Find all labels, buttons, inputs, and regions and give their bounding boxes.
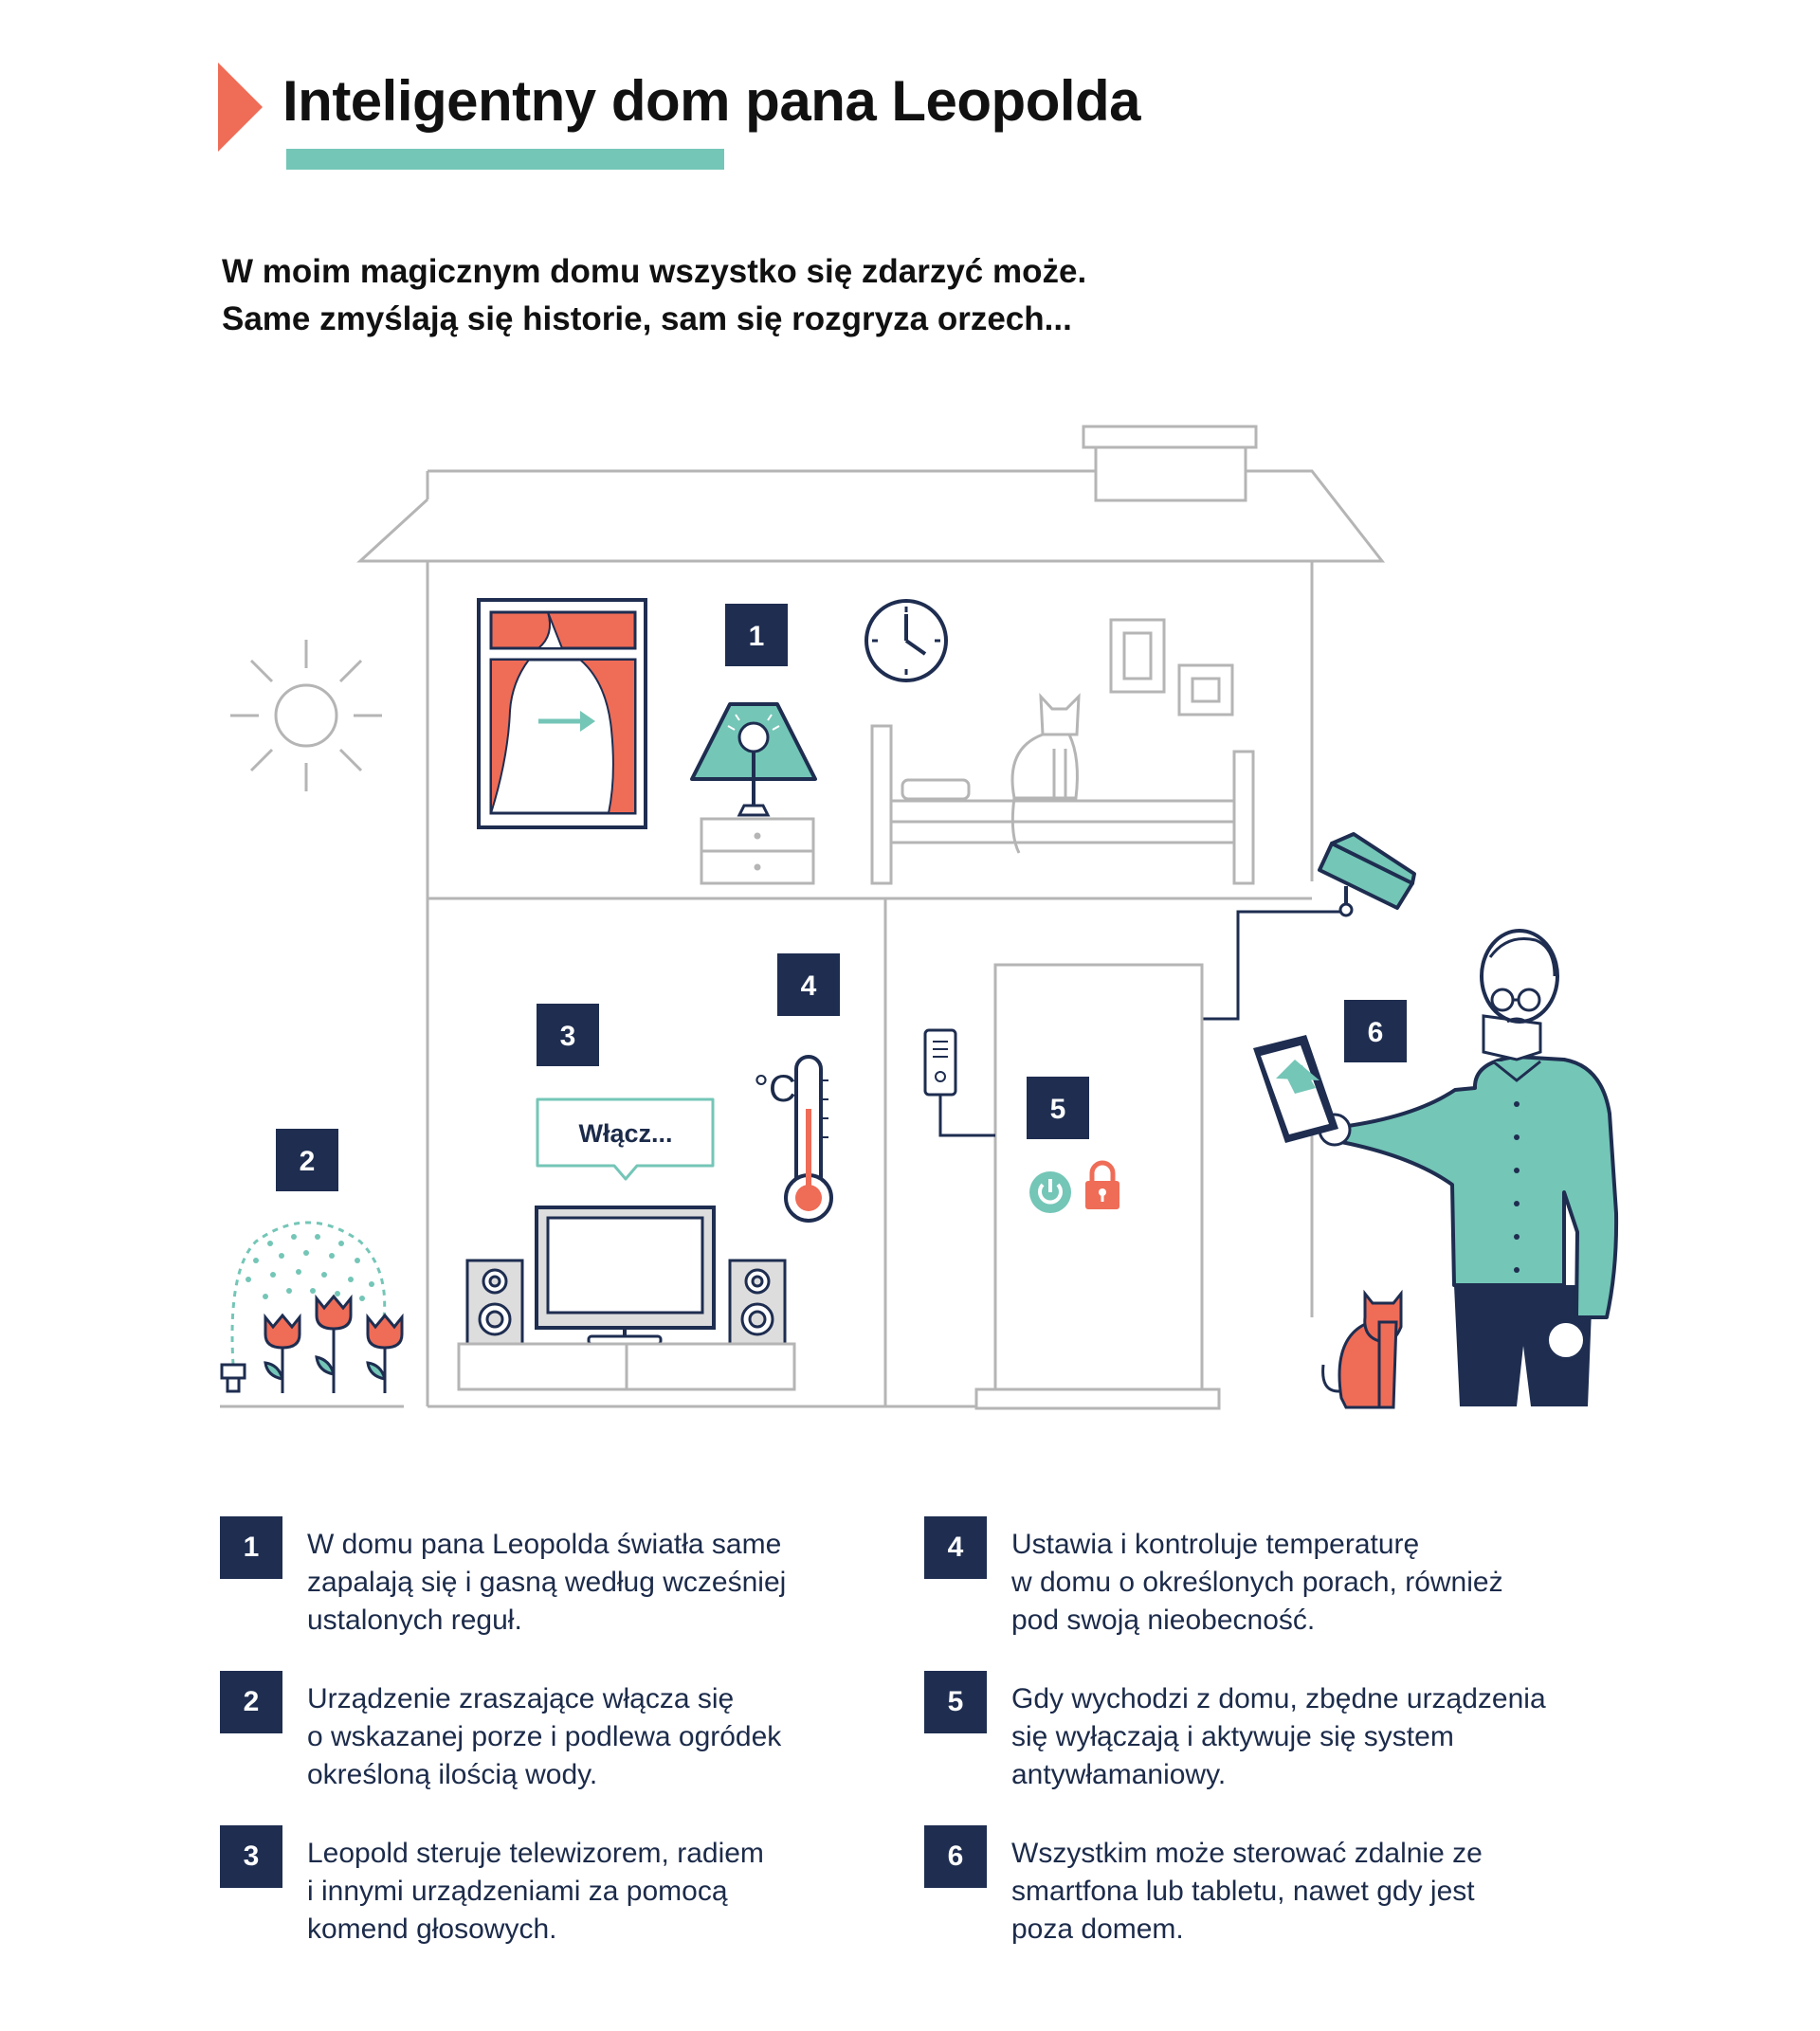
- legend-line: W domu pana Leopolda światła same: [307, 1529, 782, 1560]
- badge-5: 5: [1027, 1077, 1089, 1139]
- svg-text:4: 4: [801, 970, 817, 1002]
- alarm-panel-icon: [923, 1028, 995, 1137]
- legend-number: 4: [924, 1516, 987, 1579]
- nightstand: [700, 817, 815, 885]
- tv-cabinet: [457, 1342, 796, 1391]
- legend-line: o wskazanej porze i podlewa ogródek: [307, 1721, 782, 1752]
- legend-line: Wszystkim może sterować zdalnie ze: [1011, 1838, 1483, 1869]
- speech-bubble-text: Włącz...: [578, 1119, 672, 1148]
- legend-line: zapalają się i gasną według wcześniej: [307, 1567, 787, 1598]
- legend-line: Gdy wychodzi z domu, zbędne urządzenia: [1011, 1683, 1546, 1714]
- title-underline: [286, 149, 724, 170]
- svg-text:6: 6: [1368, 1017, 1384, 1048]
- svg-text:5: 5: [1050, 1094, 1066, 1125]
- svg-text:3: 3: [560, 1021, 576, 1052]
- legend-text: Leopold steruje telewizorem, radiem i in…: [307, 1835, 895, 1949]
- camera-cable: [1202, 910, 1340, 1021]
- badge-2: 2: [276, 1129, 338, 1191]
- power-icon: [1029, 1171, 1071, 1213]
- badge-3: 3: [537, 1004, 599, 1066]
- legend-line: się wyłączają i aktywuje się system: [1011, 1721, 1454, 1752]
- legend-line: Ustawia i kontroluje temperaturę: [1011, 1529, 1420, 1560]
- legend-text: Urządzenie zraszające włącza się o wskaz…: [307, 1680, 895, 1794]
- tulip-icon: [264, 1294, 404, 1393]
- security-camera-icon: [1318, 832, 1416, 917]
- legend-line: Leopold steruje telewizorem, radiem: [307, 1838, 764, 1869]
- wall-pictures: [1109, 618, 1234, 716]
- legend-line: w domu o określonych porach, również: [1011, 1567, 1503, 1598]
- thermometer-unit: °C: [754, 1068, 796, 1110]
- legend-text: Ustawia i kontroluje temperaturę w domu …: [1011, 1526, 1599, 1640]
- bed-icon: [870, 724, 1255, 885]
- lock-icon: [1085, 1160, 1119, 1209]
- door-icon: [974, 963, 1221, 1410]
- subtitle: W moim magicznym domu wszystko się zdarz…: [222, 248, 1086, 343]
- legend-number: 5: [924, 1671, 987, 1733]
- svg-text:1: 1: [749, 621, 765, 652]
- clock-icon: [864, 599, 948, 682]
- page-title: Inteligentny dom pana Leopolda: [282, 69, 1141, 133]
- legend-line: poza domem.: [1011, 1913, 1184, 1945]
- man-figure: [1318, 929, 1619, 1406]
- svg-text:2: 2: [300, 1146, 316, 1177]
- legend-number: 2: [220, 1671, 282, 1733]
- sun-icon: [230, 640, 382, 791]
- legend-line: ustalonych reguł.: [307, 1605, 522, 1636]
- legend-number: 1: [220, 1516, 282, 1579]
- subtitle-line-1: W moim magicznym domu wszystko się zdarz…: [222, 253, 1087, 290]
- legend-line: pod swoją nieobecność.: [1011, 1605, 1316, 1636]
- badge-6: 6: [1344, 1000, 1407, 1062]
- legend-line: smartfona lub tabletu, nawet gdy jest: [1011, 1876, 1475, 1907]
- badge-1: 1: [725, 604, 788, 666]
- legend-text: Wszystkim może sterować zdalnie ze smart…: [1011, 1835, 1599, 1949]
- subtitle-line-2: Same zmyślają się historie, sam się rozg…: [222, 300, 1072, 337]
- tv-icon: [535, 1206, 716, 1346]
- thermometer-icon: °C: [754, 1055, 833, 1223]
- lamp-icon: [690, 702, 817, 817]
- cat-icon: [1321, 1289, 1403, 1409]
- legend-line: Urządzenie zraszające włącza się: [307, 1683, 735, 1714]
- title-arrow-icon: [218, 63, 263, 152]
- legend-text: Gdy wychodzi z domu, zbędne urządzenia s…: [1011, 1680, 1599, 1794]
- legend-text: W domu pana Leopolda światła same zapala…: [307, 1526, 895, 1640]
- legend-line: określoną ilością wody.: [307, 1759, 598, 1790]
- speech-bubble: Włącz...: [536, 1097, 715, 1181]
- sprinkler-icon: [220, 1221, 387, 1393]
- tablet-icon: [1253, 1035, 1338, 1143]
- house-outline: [220, 425, 1386, 1408]
- legend-line: antywłamaniowy.: [1011, 1759, 1227, 1790]
- legend-line: komend głosowych.: [307, 1913, 557, 1945]
- cat-icon: [1010, 692, 1081, 854]
- legend-number: 6: [924, 1825, 987, 1888]
- window-icon: [477, 598, 647, 829]
- legend-number: 3: [220, 1825, 282, 1888]
- legend-line: i innymi urządzeniami za pomocą: [307, 1876, 728, 1907]
- badge-4: 4: [777, 953, 840, 1016]
